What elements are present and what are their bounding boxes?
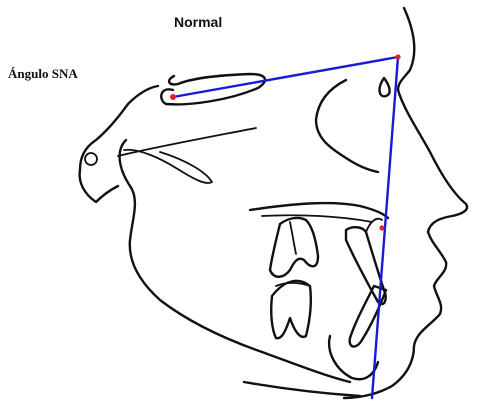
nasal-bone	[380, 78, 390, 96]
orbit-curve	[316, 80, 378, 172]
upper-molar-root	[290, 222, 296, 254]
a-point	[379, 225, 384, 230]
condyle-loop	[124, 150, 212, 183]
nasion-a-point-line	[372, 57, 398, 398]
ramus-outline	[120, 140, 350, 382]
symphysis-outline	[329, 336, 378, 379]
mandible-lower-border	[244, 382, 360, 396]
sella-point	[170, 94, 176, 100]
nasion-point	[395, 54, 400, 59]
cranial-base-outline	[80, 86, 158, 202]
porion-ring	[85, 153, 97, 165]
palatal-lower	[262, 215, 372, 222]
lower-molar	[271, 281, 311, 338]
frontal-profile	[398, 8, 467, 232]
